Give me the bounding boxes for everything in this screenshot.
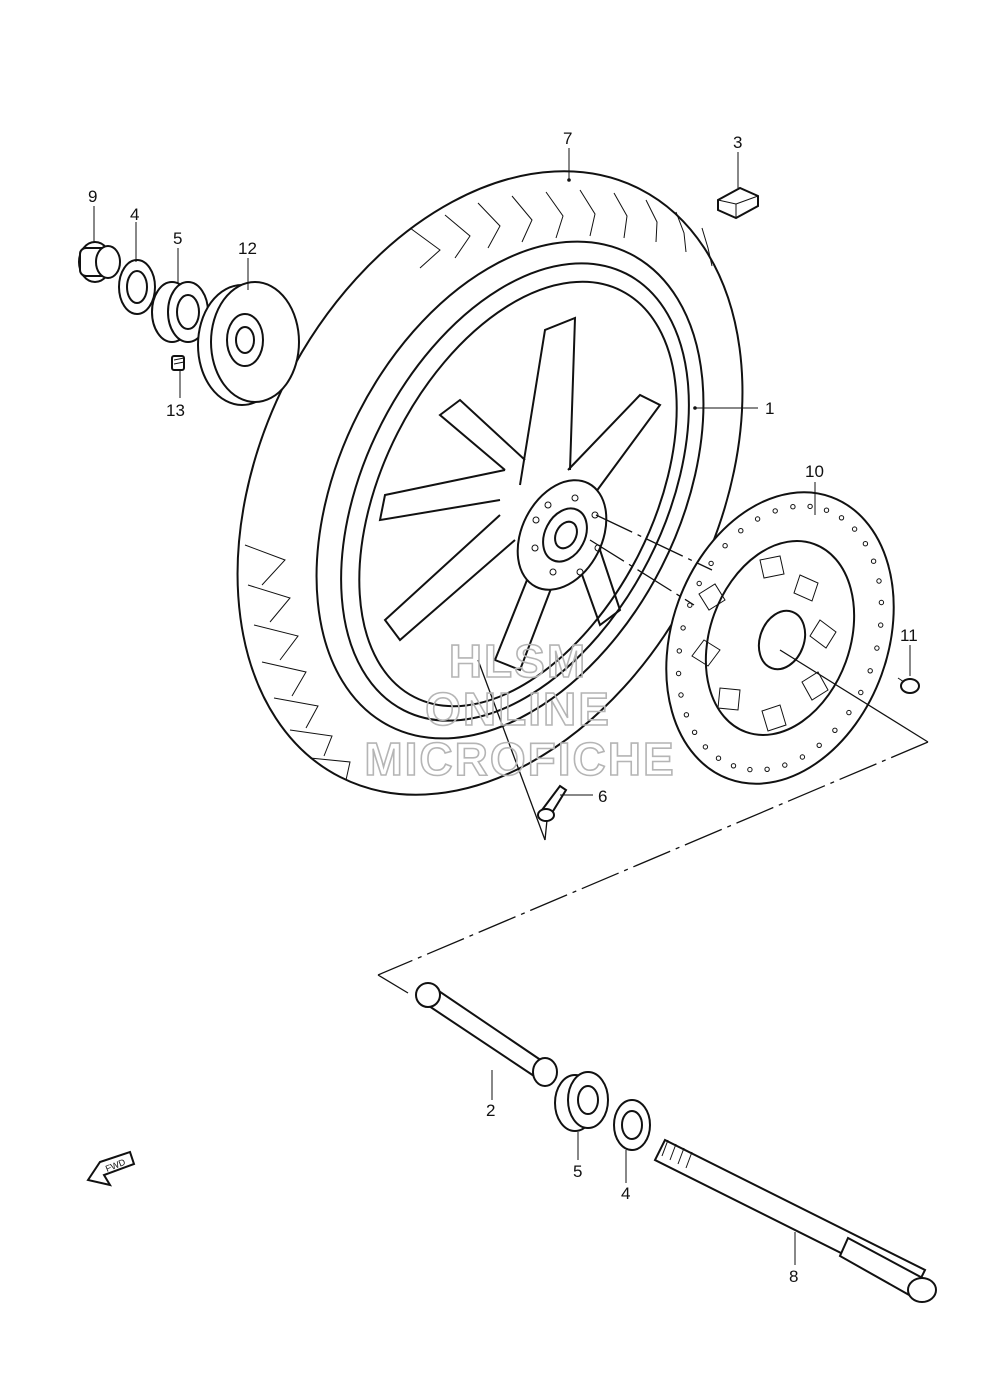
disc-hole — [691, 729, 698, 735]
disc-hole — [878, 622, 884, 628]
callout-9: 9 — [88, 187, 97, 206]
part-13-screw — [171, 355, 185, 371]
part-9-collar — [78, 241, 121, 283]
disc-hole — [782, 762, 788, 768]
disc-hole — [708, 560, 714, 567]
disc-hole — [730, 763, 737, 769]
callout-11: 11 — [900, 626, 918, 645]
disc-hole — [772, 508, 778, 514]
callout-10: 10 — [805, 462, 824, 481]
callout-1: 1 — [765, 399, 774, 418]
callout-6: 6 — [598, 787, 607, 806]
part-4-seal-upper — [118, 259, 156, 315]
disc-hole — [807, 503, 813, 510]
disc-hole — [680, 625, 686, 631]
watermark: HLSM ONLINE MICROFICHE — [364, 634, 675, 786]
disc-hole — [675, 670, 682, 677]
callout-5-lower: 5 — [573, 1162, 582, 1181]
disc-hole — [838, 515, 845, 521]
callout-4-lower: 4 — [621, 1184, 630, 1203]
callout-2: 2 — [486, 1101, 495, 1120]
part-5-bearing-upper — [151, 281, 209, 343]
part-8-axle — [653, 1138, 937, 1303]
watermark-line1: HLSM — [449, 635, 587, 687]
callout-3: 3 — [733, 133, 742, 152]
watermark-line3: MICROFICHE — [364, 733, 675, 785]
disc-hole — [722, 543, 728, 549]
disc-hole — [676, 648, 682, 654]
callout-7: 7 — [563, 129, 572, 148]
disc-hole — [876, 578, 882, 584]
leader-lines — [93, 148, 911, 1265]
brake-disc — [665, 491, 895, 785]
disc-hole — [696, 580, 702, 587]
disc-hole — [878, 599, 885, 606]
callouts: 1 2 3 4 4 5 5 6 7 8 9 10 11 12 13 — [88, 129, 918, 1286]
part-4-seal-lower — [613, 1099, 651, 1151]
disc-hole — [870, 558, 877, 564]
disc-hole — [858, 689, 864, 696]
leader-dots — [567, 178, 697, 410]
disc-hole — [715, 755, 722, 761]
disc-hole — [678, 692, 684, 698]
disc-hole — [846, 709, 852, 716]
disc-hole — [702, 744, 709, 750]
disc-hole — [816, 742, 822, 748]
part-6-valve — [537, 784, 568, 822]
disc-hole — [862, 541, 869, 547]
fwd-arrow-icon: FWD — [86, 1150, 136, 1187]
callout-13: 13 — [166, 401, 185, 420]
part-2-spacer — [415, 982, 558, 1087]
assembly-lines — [377, 514, 929, 994]
disc-hole — [683, 712, 690, 718]
disc-hole — [851, 526, 858, 532]
disc-hole — [738, 528, 744, 534]
disc-hole — [867, 668, 873, 674]
disc-hole — [754, 516, 761, 522]
disc-hole — [823, 507, 830, 513]
disc-hole — [874, 645, 880, 651]
callout-4-upper: 4 — [130, 205, 139, 224]
disc-hole — [747, 766, 753, 773]
callout-12: 12 — [238, 239, 257, 258]
part-3-balance-weight — [717, 186, 759, 220]
callout-8: 8 — [789, 1267, 798, 1286]
disc-hole — [790, 504, 796, 510]
front-wheel-tire — [236, 170, 744, 796]
disc-hole — [832, 727, 838, 733]
part-5-bearing-lower — [554, 1071, 609, 1132]
part-12-hub-cover — [197, 281, 300, 406]
disc-hole — [799, 754, 806, 760]
watermark-line2: ONLINE — [425, 683, 611, 735]
part-11-screw — [897, 677, 920, 694]
callout-5-upper: 5 — [173, 229, 182, 248]
disc-hole — [764, 766, 770, 772]
